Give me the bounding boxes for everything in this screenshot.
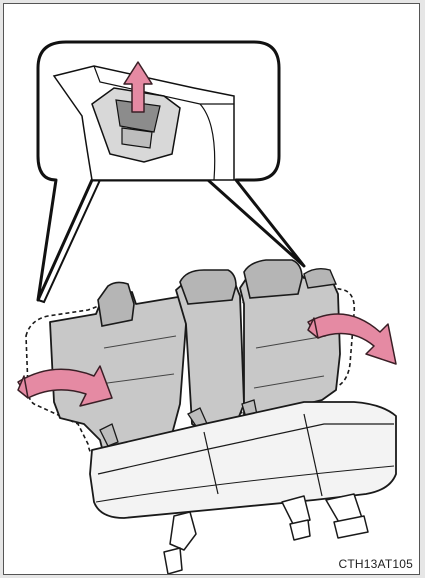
illustration-frame: CTH13AT105 <box>3 3 420 575</box>
rear-seat-recline-illustration <box>4 4 420 575</box>
seat-backrest-right <box>240 260 340 418</box>
seat-backrest-center <box>176 270 244 432</box>
figure-code: CTH13AT105 <box>339 557 413 571</box>
